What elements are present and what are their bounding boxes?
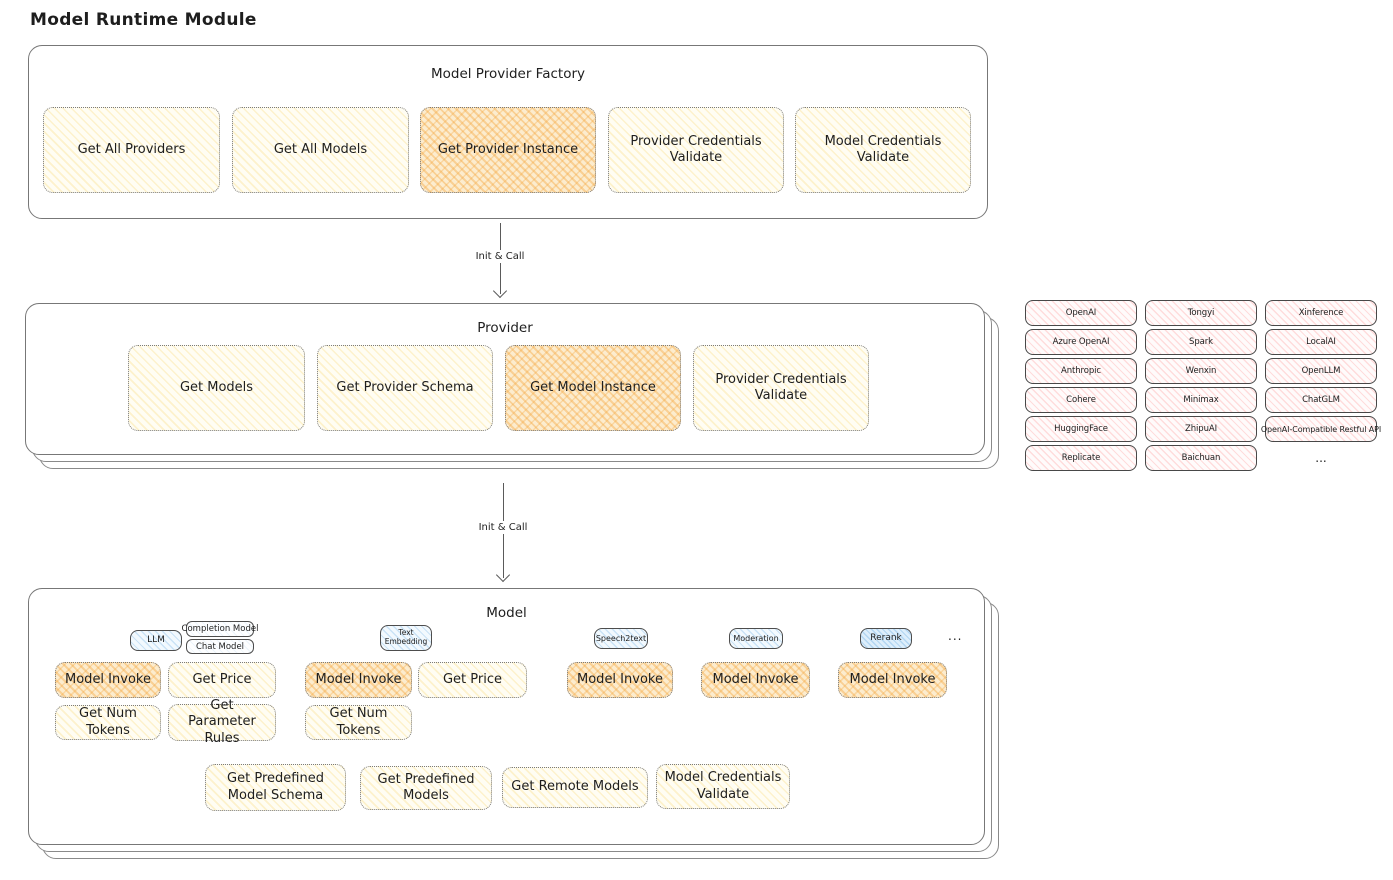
provider-box-get-models: Get Models xyxy=(128,345,305,431)
llm-get-num-tokens: Get Num Tokens xyxy=(55,705,161,740)
rerank-model-invoke: Model Invoke xyxy=(838,662,947,698)
common-get-predefined-models: Get Predefined Models xyxy=(360,766,492,810)
provider-item: Baichuan xyxy=(1145,445,1257,471)
factory-box-get-all-models: Get All Models xyxy=(232,107,409,193)
provider-item: Replicate xyxy=(1025,445,1137,471)
providers-more-ellipsis: ... xyxy=(1315,451,1327,465)
llm-model-invoke: Model Invoke xyxy=(55,662,161,698)
factory-box-provider-credentials-validate: Provider Credentials Validate xyxy=(608,107,784,193)
provider-item: Xinference xyxy=(1265,300,1377,326)
page-title: Model Runtime Module xyxy=(30,10,257,30)
model-type-text-embedding: Text Embedding xyxy=(380,625,432,651)
provider-item: ZhipuAI xyxy=(1145,416,1257,442)
common-model-credentials-validate: Model Credentials Validate xyxy=(656,764,790,809)
provider-item: OpenLLM xyxy=(1265,358,1377,384)
provider-item: HuggingFace xyxy=(1025,416,1137,442)
provider-item: OpenAI xyxy=(1025,300,1137,326)
model-type-rerank: Rerank xyxy=(860,628,912,649)
model-subtype-completion-model: Completion Model xyxy=(182,621,258,637)
model-subtype-chat-model: Chat Model xyxy=(186,639,254,654)
text-embedding-get-price: Get Price xyxy=(418,662,527,698)
provider-item: Wenxin xyxy=(1145,358,1257,384)
model-title: Model xyxy=(486,605,527,621)
model-type-llm: LLM xyxy=(130,630,182,651)
arrow-label-init-call-bottom: Init & Call xyxy=(473,521,533,534)
provider-item: LocalAI xyxy=(1265,329,1377,355)
model-type-speech2text: Speech2text xyxy=(594,628,648,649)
provider-item: ChatGLM xyxy=(1265,387,1377,413)
llm-get-parameter-rules: Get Parameter Rules xyxy=(168,698,276,746)
providers-panel: OpenAI Tongyi Xinference Azure OpenAI Sp… xyxy=(1025,300,1381,471)
factory-box-get-provider-instance: Get Provider Instance xyxy=(420,107,596,193)
factory-box-model-credentials-validate: Model Credentials Validate xyxy=(795,107,971,193)
provider-item: Spark xyxy=(1145,329,1257,355)
provider-box-provider-credentials-validate: Provider Credentials Validate xyxy=(693,345,869,431)
common-get-predefined-model-schema: Get Predefined Model Schema xyxy=(205,764,346,811)
model-type-moderation: Moderation xyxy=(729,628,783,649)
provider-title: Provider xyxy=(477,320,533,336)
speech2text-model-invoke: Model Invoke xyxy=(567,662,673,698)
provider-item: OpenAI-Compatible Restful API xyxy=(1261,416,1381,442)
factory-box-get-all-providers: Get All Providers xyxy=(43,107,220,193)
text-embedding-get-num-tokens: Get Num Tokens xyxy=(305,705,412,740)
provider-box-get-provider-schema: Get Provider Schema xyxy=(317,345,493,431)
factory-title: Model Provider Factory xyxy=(430,66,585,82)
moderation-model-invoke: Model Invoke xyxy=(701,662,810,698)
text-embedding-model-invoke: Model Invoke xyxy=(305,662,412,698)
common-get-remote-models: Get Remote Models xyxy=(502,767,648,808)
arrow-label-init-call-top: Init & Call xyxy=(470,250,530,263)
provider-item: Cohere xyxy=(1025,387,1137,413)
provider-item: Anthropic xyxy=(1025,358,1137,384)
provider-item: Tongyi xyxy=(1145,300,1257,326)
llm-get-price: Get Price xyxy=(168,662,276,698)
provider-item: Azure OpenAI xyxy=(1025,329,1137,355)
provider-item: Minimax xyxy=(1145,387,1257,413)
model-types-more-ellipsis: ... xyxy=(948,629,963,643)
provider-box-get-model-instance: Get Model Instance xyxy=(505,345,681,431)
